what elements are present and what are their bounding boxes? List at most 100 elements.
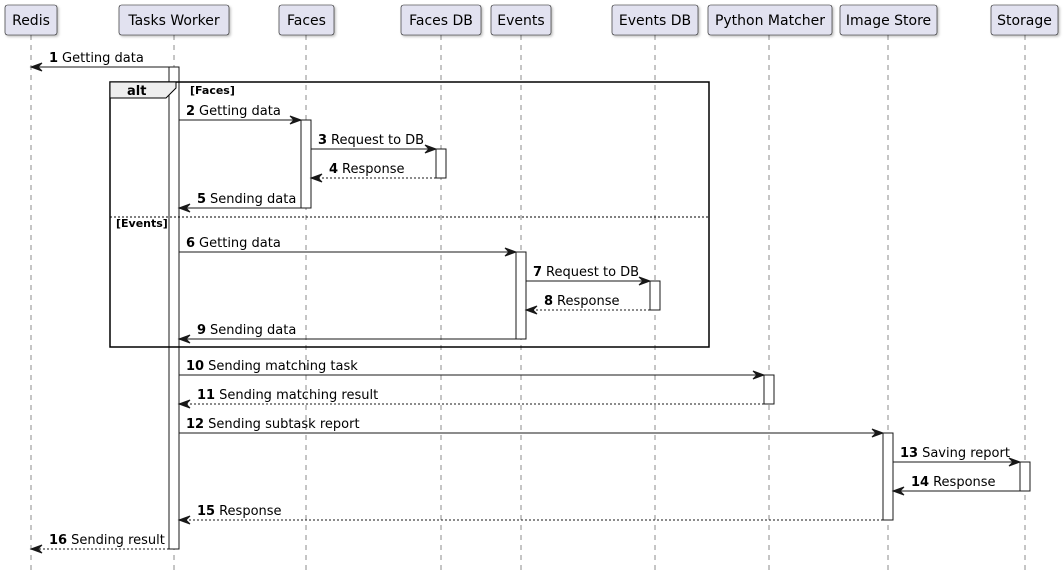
message-arrow-head [424, 144, 438, 154]
message-11: 11 Sending matching result [177, 388, 764, 409]
participants: Redis Tasks Worker Faces Faces DB Events Even… [4, 4, 1059, 36]
message-text: 1 Getting data [49, 51, 144, 66]
message-number: 6 [186, 236, 195, 251]
activation-bar-faces [300, 119, 312, 209]
message-label: Request to DB [546, 265, 639, 280]
participant-box [707, 4, 833, 36]
message-number: 7 [533, 265, 542, 280]
message-text: 16 Sending result [49, 533, 165, 548]
message-arrow-head [504, 247, 518, 257]
message-6: 6 Getting data [179, 236, 518, 257]
message-arrow-head [638, 276, 652, 286]
message-label: Sending data [210, 192, 296, 207]
message-15: 15 Response [177, 504, 883, 525]
message-arrow-head [752, 370, 766, 380]
message-text: 15 Response [197, 504, 282, 519]
message-arrow-head [891, 486, 905, 496]
participant-faces: Faces [278, 4, 335, 36]
message-text: 6 Getting data [186, 236, 281, 251]
participant-box [278, 4, 335, 36]
participant-label: Events [497, 13, 544, 29]
message-number: 16 [49, 533, 67, 548]
participant-matcher: Python Matcher [707, 4, 833, 36]
message-text: 11 Sending matching result [197, 388, 378, 403]
activation-bars [168, 66, 1031, 550]
alt-keyword: alt [127, 84, 146, 99]
message-label: Getting data [62, 51, 144, 66]
participant-label: Image Store [846, 13, 931, 29]
message-text: 5 Sending data [197, 192, 296, 207]
participant-label: Events DB [619, 13, 691, 29]
message-number: 15 [197, 504, 215, 519]
message-5: 5 Sending data [177, 192, 301, 213]
participant-label: Storage [997, 13, 1052, 29]
message-arrow-head [177, 515, 191, 525]
message-number: 5 [197, 192, 206, 207]
message-label: Getting data [199, 236, 281, 251]
message-arrow-head [177, 399, 191, 409]
message-arrow-head [309, 173, 323, 183]
participant-label: Python Matcher [715, 13, 825, 29]
message-arrow-head [871, 428, 885, 438]
activation-bar-worker [168, 66, 180, 550]
message-arrow-head [177, 203, 191, 213]
alt-guard-events: [Events] [116, 217, 168, 230]
message-9: 9 Sending data [177, 323, 516, 344]
participant-facesdb: Faces DB [400, 4, 482, 36]
message-label: Sending subtask report [208, 417, 359, 432]
alt-guard-faces: [Faces] [190, 84, 235, 97]
message-arrow-head [29, 62, 43, 72]
message-label: Saving report [922, 446, 1010, 461]
activation-bar-matcher [763, 374, 775, 405]
message-label: Response [557, 294, 619, 309]
activation-bar-imagestore [882, 432, 894, 521]
message-number: 9 [197, 323, 206, 338]
participant-label: Faces [287, 13, 326, 29]
message-arrow-head [1008, 457, 1022, 467]
activation-bar-storage [1019, 461, 1031, 492]
alt-frame-tab [109, 81, 177, 99]
participant-label: Tasks Worker [127, 13, 220, 29]
participant-box [611, 4, 699, 36]
message-16: 16 Sending result [29, 533, 169, 554]
message-label: Sending data [210, 323, 296, 338]
message-7: 7 Request to DB [526, 265, 652, 286]
message-label: Sending matching result [219, 388, 378, 403]
activation-bar-eventsdb [649, 280, 661, 311]
participant-box [118, 4, 230, 36]
message-number: 11 [197, 388, 215, 403]
message-number: 1 [49, 51, 58, 66]
participant-box [490, 4, 552, 36]
message-label: Response [219, 504, 281, 519]
participant-storage: Storage [990, 4, 1059, 36]
message-number: 2 [186, 104, 195, 119]
message-arrow-head [29, 544, 43, 554]
alt-frame [109, 81, 710, 348]
message-number: 14 [911, 475, 929, 490]
message-arrow-head [177, 334, 191, 344]
participant-redis: Redis [4, 4, 58, 36]
participant-label: Faces DB [409, 13, 473, 29]
participant-box [400, 4, 482, 36]
participant-eventsdb: Events DB [611, 4, 699, 36]
alt-fragment: alt [Faces] [Events] [109, 81, 710, 348]
message-number: 10 [186, 359, 204, 374]
message-label: Sending result [71, 533, 165, 548]
participant-worker: Tasks Worker [118, 4, 230, 36]
message-label: Getting data [199, 104, 281, 119]
participant-box [4, 4, 58, 36]
message-text: 9 Sending data [197, 323, 296, 338]
